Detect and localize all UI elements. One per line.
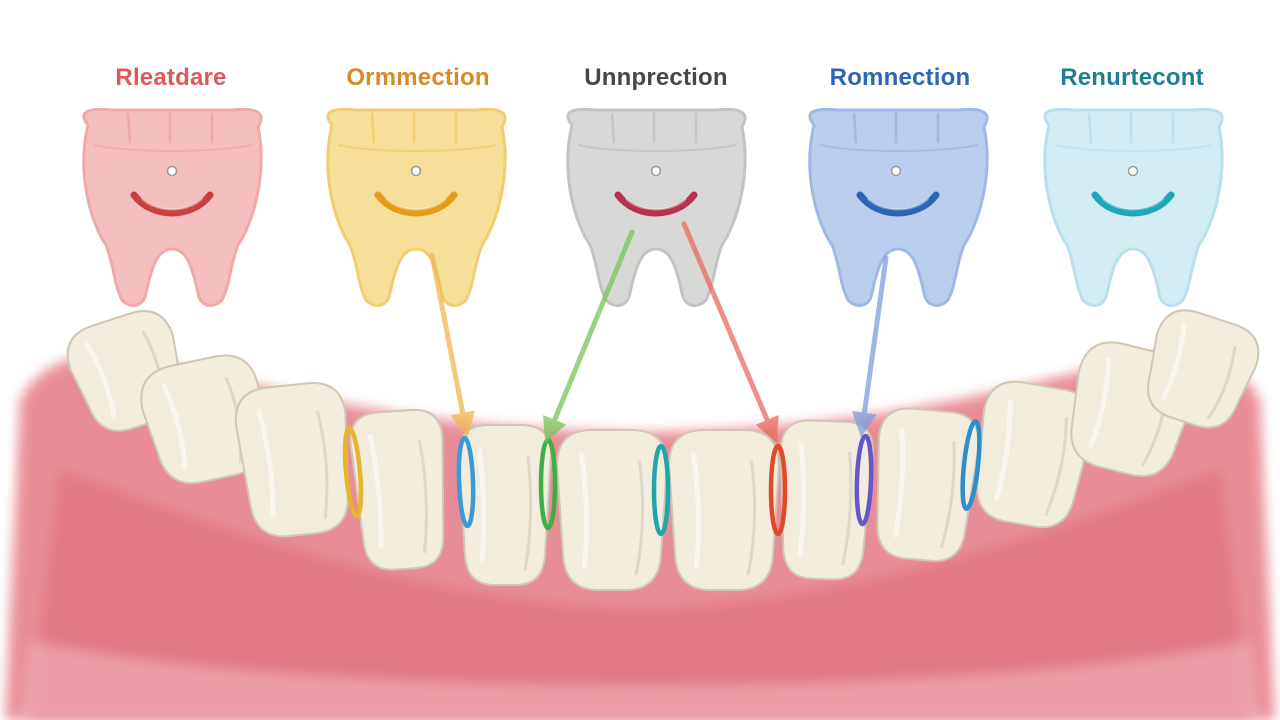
tooth-silhouette (808, 107, 989, 307)
tooth-crown (555, 429, 669, 591)
tooth (1147, 309, 1260, 429)
smile-mark (856, 191, 940, 217)
reference-teeth (82, 107, 1224, 307)
tooth-highlight (1088, 357, 1112, 448)
tooth-highlight (893, 427, 906, 538)
tooth-highlight (797, 441, 807, 557)
reference-tooth (326, 107, 507, 307)
tooth-silhouette (82, 107, 263, 307)
tooth-highlight (578, 451, 590, 569)
label-ormmection: Ormmection (346, 64, 490, 91)
tooth-highlight (84, 342, 117, 420)
tooth-crown (140, 354, 264, 484)
tooth-shadow (746, 460, 757, 576)
tooth-shadow (634, 460, 645, 576)
smile-mark (374, 191, 458, 217)
lower-teeth (66, 309, 1260, 591)
connector-node (410, 165, 422, 177)
tooth-crown-line (819, 144, 979, 152)
tooth-silhouette (1043, 107, 1224, 307)
elastic-ring (342, 425, 364, 519)
label-unnprection: Unnprection (584, 64, 728, 91)
tooth-crown-line (577, 144, 737, 152)
tooth-highlight (476, 446, 487, 564)
pointer-arrow (852, 255, 889, 438)
elastic-ring (651, 443, 671, 537)
smile-highlight (625, 198, 687, 211)
tooth-ridges (126, 112, 214, 144)
elastic-ring (960, 418, 982, 512)
pointer-arrow (543, 229, 635, 443)
tooth-highlight (256, 408, 276, 518)
pointer-arrow (681, 221, 779, 443)
tooth-shadow (1206, 345, 1237, 420)
connector-node (650, 165, 662, 177)
tooth-ridges (610, 112, 698, 144)
tooth-shadow (1044, 416, 1068, 516)
smile-mark (614, 191, 698, 217)
tooth-ridges (1087, 112, 1175, 144)
smile-highlight (1102, 198, 1164, 211)
connector-node (166, 165, 178, 177)
pointer-arrow (429, 252, 475, 438)
smile-mark (130, 191, 214, 217)
tooth-highlight (367, 434, 384, 550)
tooth-crown-line (1054, 144, 1214, 152)
tooth-crown-line (337, 144, 497, 152)
smile-mark (1091, 191, 1175, 217)
reference-tooth (808, 107, 989, 307)
tooth-crown (667, 429, 781, 591)
gum-shade (30, 470, 1250, 720)
reference-tooth (1043, 107, 1224, 307)
tooth (667, 429, 781, 591)
tooth-ridges (370, 112, 458, 144)
tooth-crown-line (93, 144, 253, 152)
connector-node (890, 165, 902, 177)
tooth-silhouette (566, 107, 747, 307)
tooth-crown (1147, 309, 1260, 429)
smile-highlight (385, 198, 447, 211)
tooth-shadow (940, 440, 956, 549)
elastic-ring (768, 443, 788, 537)
tooth-ridges (852, 112, 940, 144)
smile-highlight (867, 198, 929, 211)
tooth-shadow (523, 455, 533, 571)
label-rleatdare: Rleatdare (115, 64, 227, 91)
tooth-silhouette (326, 107, 507, 307)
tooth-highlight (690, 451, 702, 569)
smile-highlight (141, 198, 203, 211)
tooth (555, 429, 669, 591)
gum-lower-wash (20, 640, 1260, 720)
label-romnection: Romnection (829, 64, 971, 91)
label-renurtecont: Renurtecont (1060, 64, 1204, 91)
elastic-ring (456, 435, 476, 529)
tooth-crown (349, 409, 445, 571)
connector-node (1127, 165, 1139, 177)
tooth-highlight (993, 398, 1013, 501)
reference-tooth (566, 107, 747, 307)
tooth-shadow (316, 410, 329, 519)
tooth-shadow (841, 451, 853, 566)
tooth-shadow (418, 439, 428, 554)
reference-tooth (82, 107, 263, 307)
tooth-highlight (1161, 322, 1187, 401)
tooth-highlight (161, 383, 188, 470)
tooth (234, 382, 349, 538)
tooth (349, 409, 445, 571)
